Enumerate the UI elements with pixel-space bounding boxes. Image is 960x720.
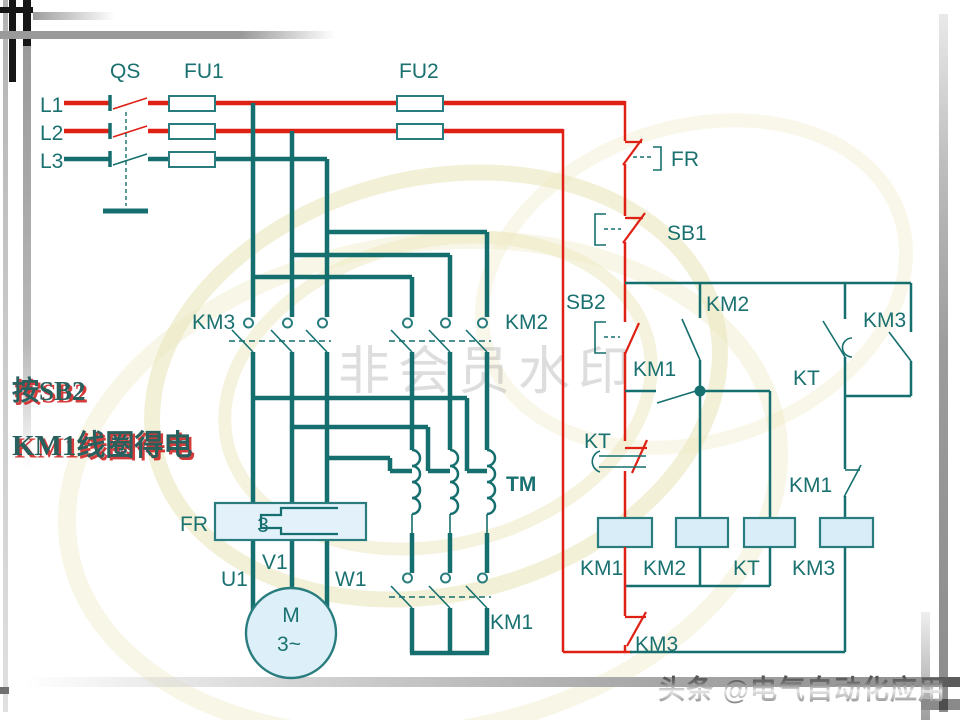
annotation-km1-energized: KM1线圈得电 [12,430,193,462]
control-circuit: FR SB1 SB2 KM1 KM2 [561,101,913,656]
label-km1-aux: KM1 [633,358,676,381]
km3-main-contacts: KM3 [192,311,331,353]
main-circuit-wiring [250,103,490,612]
annotation-press-sb2: 按SB2 [12,376,86,406]
km1-main-contacts: KM1 [389,572,533,656]
bottom-gray-bar [25,677,960,687]
label-tm: TM [506,473,536,496]
label-km3-nc: KM3 [635,633,678,656]
corner-dark-bar [939,677,960,687]
right-gray-bar [939,14,948,712]
label-kt-branch: KT [793,367,820,390]
km2-main-contacts: KM2 [389,311,548,353]
left-gray-bar [23,46,31,470]
motor-phase: 3~ [277,633,301,656]
label-l3: L3 [40,150,63,173]
transformer-tm: TM [409,448,536,573]
label-km1-main: KM1 [490,611,533,634]
label-km3-main: KM3 [192,311,235,334]
label-km2-main: KM2 [505,311,548,334]
top-gray-bar [33,12,115,20]
left-edge-tick [0,687,9,694]
left-edge-bar [3,0,8,712]
label-l1: L1 [40,94,63,117]
label-qs: QS [110,60,140,83]
label-fu2: FU2 [399,60,439,83]
label-coil-km3: KM3 [792,557,835,580]
label-kt-nc: KT [584,430,611,453]
label-v1: V1 [262,551,288,574]
corner-black-bar [23,0,31,46]
label-fr-main: FR [180,513,208,536]
center-watermark: 非会员水印 [338,343,639,401]
label-coil-km2: KM2 [643,557,686,580]
byline-watermark: 头条 @电气自动化应用 [658,668,946,707]
corner-black-bar [0,7,33,13]
label-coil-km1: KM1 [580,557,623,580]
corner-dark-bar [939,699,948,710]
label-coil-kt: KT [733,557,760,580]
label-l2: L2 [40,122,63,145]
motor: M 3~ U1 V1 W1 [221,551,367,680]
label-km1-nc: KM1 [789,474,832,497]
right-gray-bar [921,612,930,720]
label-km2-ctrl: KM2 [706,293,749,316]
corner-black-bar [9,0,16,82]
label-km3-ctrl: KM3 [863,309,906,332]
label-w1: W1 [335,568,367,591]
label-sb2: SB2 [566,291,606,314]
top-gray-bar [0,31,335,39]
label-heater-count: 3 [257,514,269,537]
motor-letter: M [282,604,300,627]
fr-heater: FR 3 [180,501,368,542]
label-sb1: SB1 [667,222,707,245]
label-fr-ctrl: FR [671,148,699,171]
label-u1: U1 [221,568,248,591]
label-fu1: FU1 [184,60,224,83]
power-section: L1 L2 L3 QS FU1 FU2 [40,60,625,214]
